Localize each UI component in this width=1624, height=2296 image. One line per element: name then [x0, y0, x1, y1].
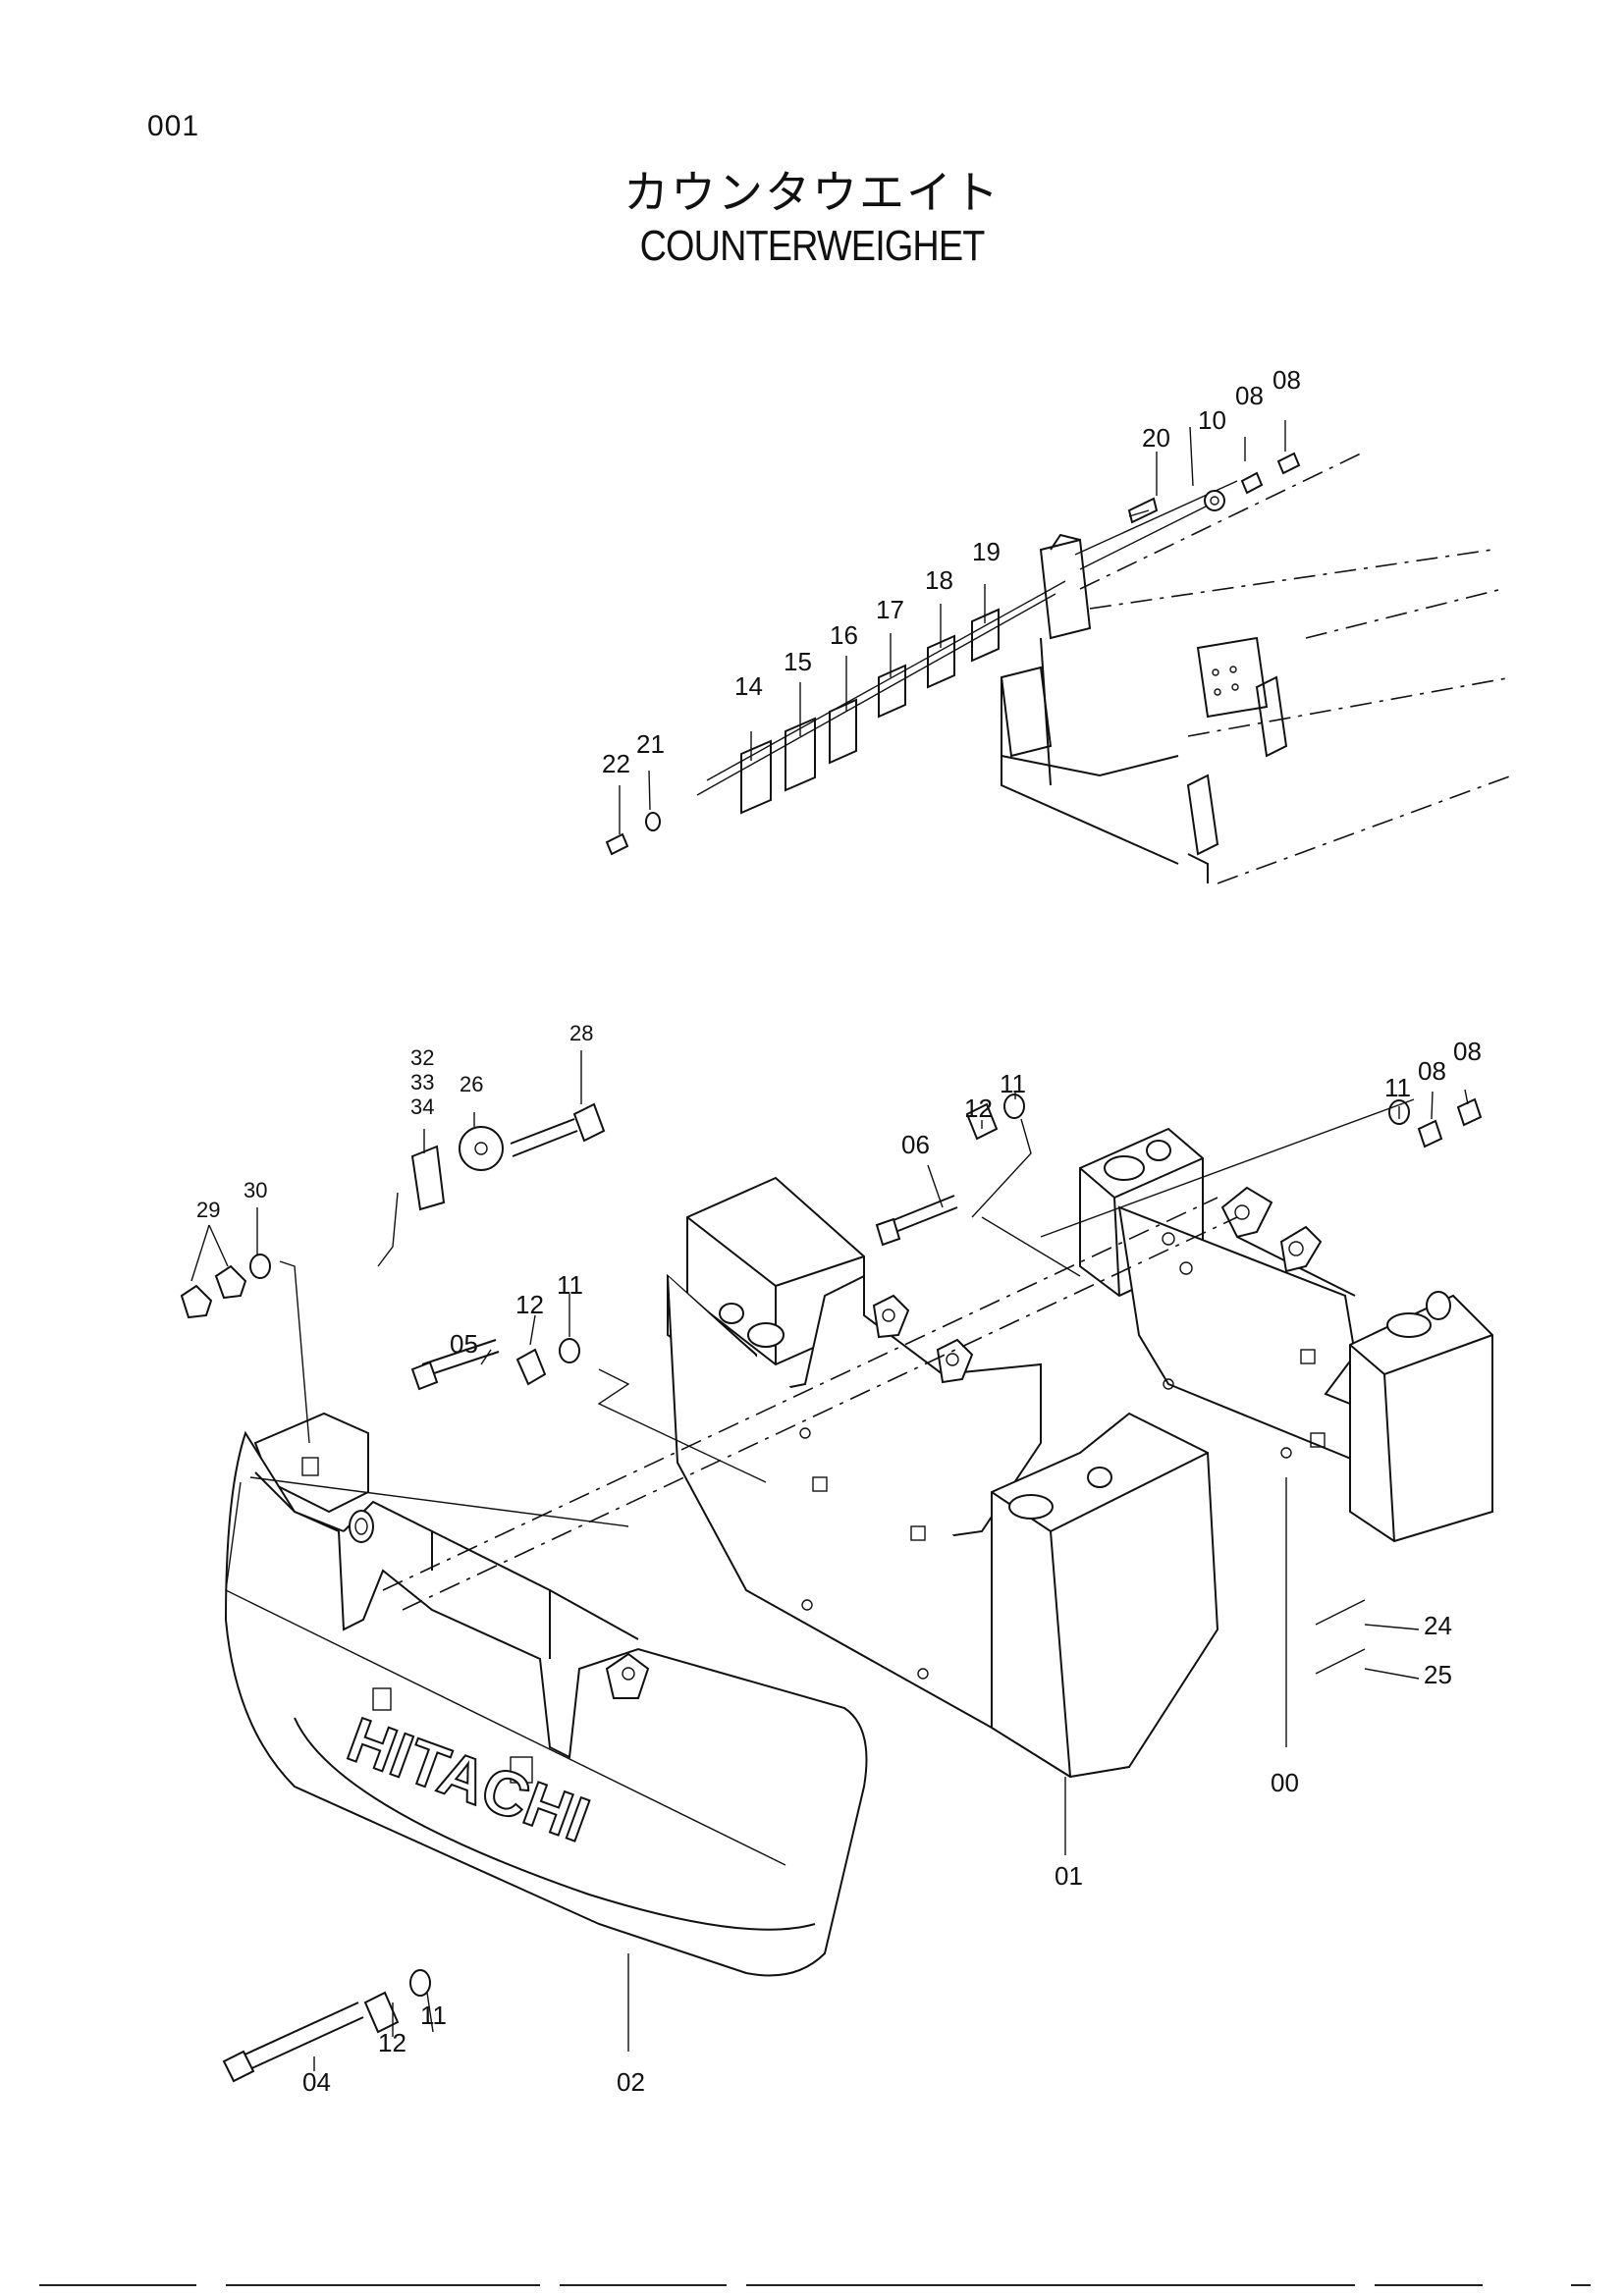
shim-plates	[605, 452, 1301, 856]
callout-15: 15	[784, 647, 812, 676]
title-japanese: カウンタウエイト	[623, 166, 1001, 219]
callout-12-mid: 12	[515, 1290, 544, 1319]
callout-08-right-b: 08	[1453, 1037, 1482, 1066]
callout-21: 21	[636, 729, 665, 759]
callout-14: 14	[734, 671, 763, 701]
callout-33: 33	[410, 1070, 434, 1095]
callout-labels: 00 01 02 04 05 06 08 08 08 08 10 11 11 1…	[196, 365, 1482, 2097]
callout-12-upper: 12	[964, 1094, 993, 1123]
footer-rule	[1375, 2284, 1483, 2286]
frame-assembly	[696, 451, 1513, 884]
footer-rule	[1571, 2284, 1591, 2286]
callout-12-bottom: 12	[378, 2028, 406, 2057]
leader-lines	[190, 420, 1469, 2071]
callout-20: 20	[1142, 423, 1170, 453]
callout-17: 17	[876, 595, 904, 624]
callout-25: 25	[1424, 1660, 1452, 1689]
callout-05: 05	[450, 1329, 478, 1359]
callout-18: 18	[925, 565, 953, 595]
callout-28: 28	[569, 1021, 593, 1045]
callout-06: 06	[901, 1130, 930, 1159]
footer-rule	[746, 2284, 1355, 2286]
callout-22: 22	[602, 749, 630, 778]
callout-32: 32	[410, 1045, 434, 1070]
callout-34: 34	[410, 1095, 434, 1119]
callout-01: 01	[1055, 1861, 1083, 1891]
callout-00: 00	[1271, 1768, 1299, 1797]
callout-04: 04	[302, 2067, 331, 2097]
callout-29: 29	[196, 1198, 220, 1222]
page-number: 001	[147, 110, 200, 142]
footer-rule	[226, 2284, 540, 2286]
counterweight-frame-00	[1079, 1127, 1493, 1747]
callout-24: 24	[1424, 1611, 1452, 1640]
callout-08-top-left: 08	[1235, 381, 1264, 410]
callout-11-upper: 11	[1000, 1069, 1026, 1098]
callout-11-mid: 11	[557, 1270, 583, 1300]
callout-08-top-right: 08	[1272, 365, 1301, 395]
title-english: COUNTERWEIGHET	[639, 222, 986, 270]
callout-11-right: 11	[1384, 1073, 1411, 1102]
title-block: カウンタウエイト COUNTERWEIGHET	[0, 165, 1624, 273]
callout-10: 10	[1198, 405, 1226, 435]
callout-19: 19	[972, 537, 1001, 566]
callout-11-bottom: 11	[420, 2001, 447, 2030]
footer-rule	[560, 2284, 727, 2286]
hardware	[180, 1094, 1483, 2083]
callout-02: 02	[617, 2067, 645, 2097]
callout-16: 16	[830, 620, 858, 650]
footer-rule	[39, 2284, 196, 2286]
callout-30: 30	[244, 1178, 267, 1202]
callout-26: 26	[460, 1072, 483, 1096]
callout-08-right-a: 08	[1418, 1056, 1446, 1086]
